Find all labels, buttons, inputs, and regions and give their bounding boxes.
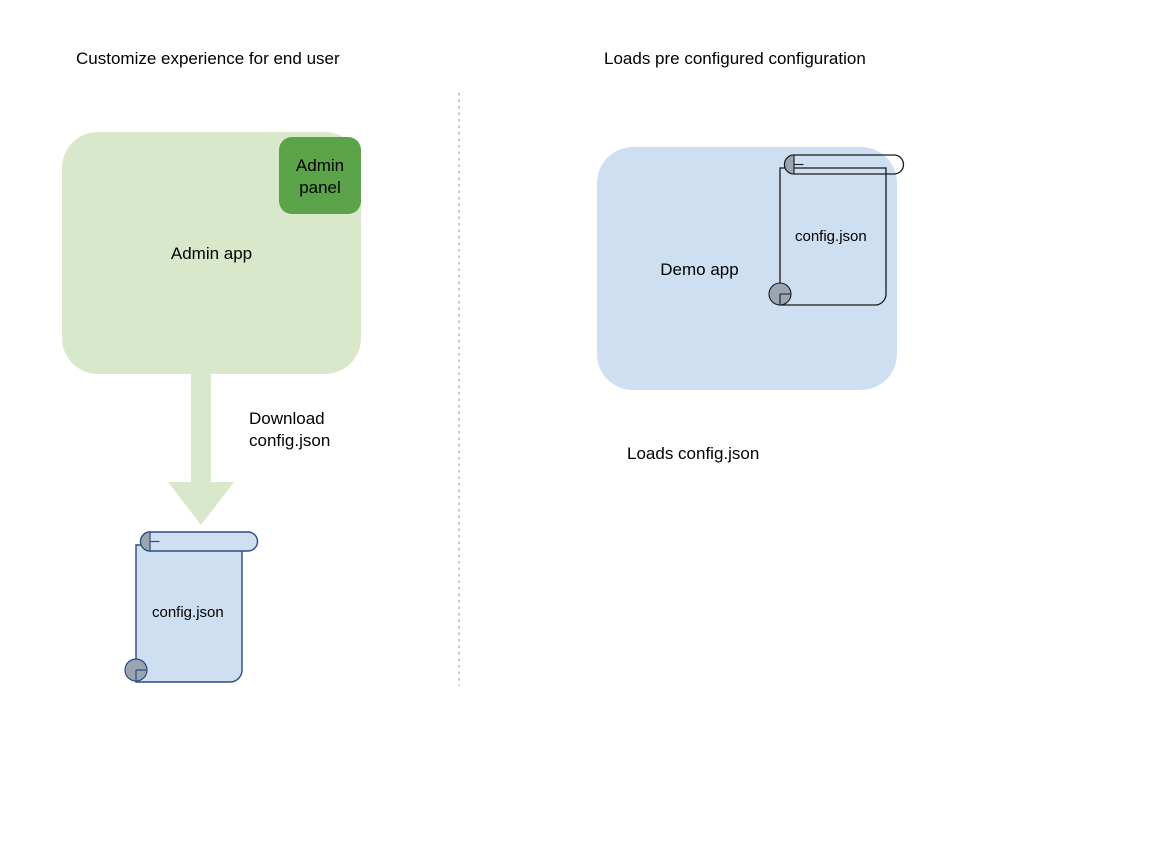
left-column-title: Customize experience for end user — [76, 49, 340, 68]
scroll-body-left — [135, 544, 243, 683]
scroll-body-right — [779, 167, 887, 306]
scroll-bottom-knob-notch-right — [779, 293, 791, 305]
config-file-scroll-right[interactable] — [768, 154, 905, 306]
right-column-title: Loads pre configured configuration — [604, 49, 866, 68]
config-file-label-right: config.json — [795, 228, 867, 245]
config-file-label-left: config.json — [152, 604, 224, 621]
download-arrow-label: Download config.json — [249, 409, 331, 450]
admin-app-label: Admin app — [170, 244, 253, 263]
download-arrow — [168, 373, 234, 525]
scroll-top-knob-left — [139, 531, 151, 552]
demo-app-container[interactable] — [597, 147, 897, 390]
admin-panel-box[interactable]: Admin panel — [279, 137, 361, 214]
config-file-scroll-left[interactable] — [124, 531, 259, 683]
scroll-bottom-knob-notch-left — [135, 669, 147, 681]
loads-config-caption: Loads config.json — [627, 444, 760, 463]
admin-panel-label: Admin panel — [295, 156, 345, 197]
scroll-top-knob-right — [783, 154, 795, 175]
demo-app-label: Demo app — [660, 260, 739, 279]
